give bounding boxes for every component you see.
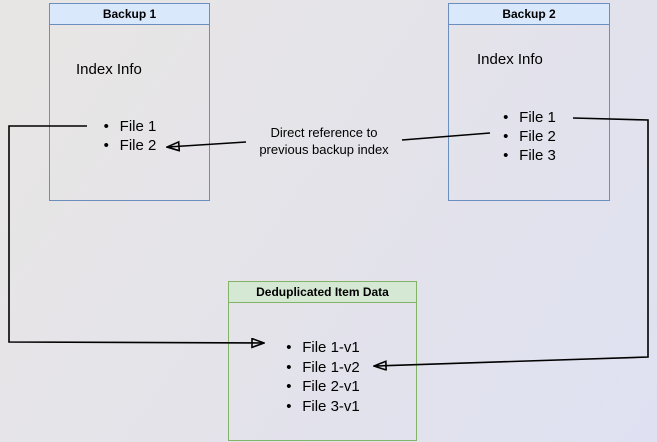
dedup-title: Deduplicated Item Data	[229, 282, 416, 303]
file-list-item: File 1	[103, 117, 157, 136]
dedup-box: Deduplicated Item Data File 1-v1File 1-v…	[228, 281, 417, 441]
backup1-title: Backup 1	[50, 4, 209, 25]
file-list-item: File 2	[502, 127, 556, 146]
backup1-box: Backup 1 Index Info File 1File 2	[49, 3, 210, 201]
backup2-file-list: File 1File 2File 3	[502, 108, 556, 165]
file-list-item: File 2	[103, 136, 157, 155]
file-list-item: File 1-v2	[285, 358, 360, 378]
dedup-file-list: File 1-v1File 1-v2File 2-v1File 3-v1	[285, 338, 360, 416]
direct-reference-label-line2: previous backup index	[259, 142, 389, 157]
backup2-title: Backup 2	[449, 4, 609, 25]
file-list-item: File 3	[502, 146, 556, 165]
backup1-file-list: File 1File 2	[103, 117, 157, 155]
file-list-item: File 2-v1	[285, 377, 360, 397]
file-list-item: File 1-v1	[285, 338, 360, 358]
backup2-box: Backup 2 Index Info File 1File 2File 3	[448, 3, 610, 201]
direct-reference-label: Direct reference to previous backup inde…	[243, 124, 405, 158]
backup2-subtitle: Index Info	[477, 51, 543, 68]
direct-reference-label-line1: Direct reference to	[270, 125, 378, 140]
file-list-item: File 1	[502, 108, 556, 127]
file-list-item: File 3-v1	[285, 397, 360, 417]
backup1-subtitle: Index Info	[76, 61, 142, 78]
